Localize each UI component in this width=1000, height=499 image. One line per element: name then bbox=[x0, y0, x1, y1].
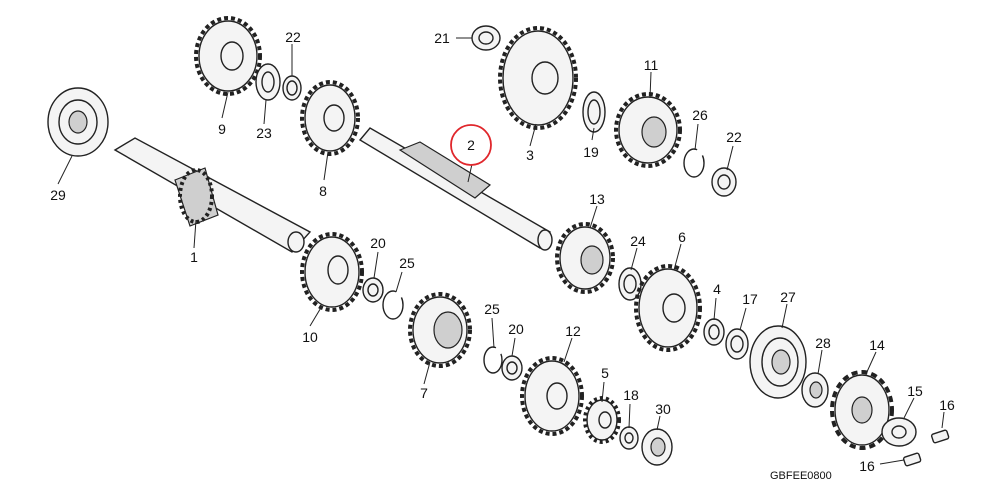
gear-7 bbox=[408, 292, 472, 368]
highlight-circle bbox=[450, 124, 492, 166]
callout-1: 1 bbox=[190, 249, 198, 265]
washer-21 bbox=[471, 25, 501, 51]
circlip-26 bbox=[683, 148, 705, 178]
callout-12: 12 bbox=[565, 323, 581, 339]
callout-28: 28 bbox=[815, 335, 831, 351]
callout-21: 21 bbox=[434, 30, 450, 46]
callout-17: 17 bbox=[742, 291, 758, 307]
callout-9: 9 bbox=[218, 121, 226, 137]
washer-20-lower bbox=[501, 355, 523, 381]
callout-labels: 1 2 3 4 5 6 7 8 9 10 11 12 13 14 15 16 1… bbox=[50, 29, 955, 474]
callout-4: 4 bbox=[713, 281, 721, 297]
callout-16a: 16 bbox=[939, 397, 955, 413]
bearing-28 bbox=[801, 372, 829, 408]
washer-22-left bbox=[282, 75, 302, 101]
washer-19 bbox=[582, 91, 606, 133]
callout-20b: 20 bbox=[508, 321, 524, 337]
bearing-27 bbox=[749, 325, 807, 399]
bolt-16-upper bbox=[930, 429, 950, 444]
gear-13 bbox=[555, 222, 615, 294]
callout-15: 15 bbox=[907, 383, 923, 399]
callout-29: 29 bbox=[50, 187, 66, 203]
circlip-25-upper bbox=[382, 290, 404, 320]
callout-2: 2 bbox=[467, 137, 475, 153]
gear-5 bbox=[583, 396, 621, 444]
gear-3 bbox=[498, 26, 578, 130]
washer-20-upper bbox=[362, 277, 384, 303]
sprocket-14 bbox=[830, 370, 894, 450]
callout-14: 14 bbox=[869, 337, 885, 353]
gear-8 bbox=[300, 80, 360, 156]
callout-26: 26 bbox=[692, 107, 708, 123]
callout-25a: 25 bbox=[399, 255, 415, 271]
callout-3: 3 bbox=[526, 147, 534, 163]
mainshaft-1 bbox=[113, 137, 312, 253]
callout-23: 23 bbox=[256, 125, 272, 141]
gear-9 bbox=[194, 16, 262, 96]
washer-17 bbox=[725, 328, 749, 360]
bearing-30 bbox=[641, 428, 673, 466]
gear-12 bbox=[520, 356, 584, 436]
diagram-code: GBFEE0800 bbox=[770, 470, 832, 482]
callout-8: 8 bbox=[319, 183, 327, 199]
gear-11 bbox=[614, 92, 682, 168]
callout-24: 24 bbox=[630, 233, 646, 249]
callout-7: 7 bbox=[420, 385, 428, 401]
leader-lines bbox=[57, 37, 945, 465]
gear-10 bbox=[300, 232, 364, 312]
washer-22-right bbox=[711, 167, 737, 197]
callout-22a: 22 bbox=[285, 29, 301, 45]
bushing-4 bbox=[703, 318, 725, 346]
countershaft-2 bbox=[358, 127, 553, 251]
fixing-plate-15 bbox=[881, 417, 917, 447]
callout-22b: 22 bbox=[726, 129, 742, 145]
callout-30: 30 bbox=[655, 401, 671, 417]
callout-11: 11 bbox=[644, 57, 659, 73]
callout-13: 13 bbox=[589, 191, 605, 207]
circlip-25-lower bbox=[483, 346, 503, 374]
callout-27: 27 bbox=[780, 289, 796, 305]
callout-5: 5 bbox=[601, 365, 609, 381]
callout-19: 19 bbox=[583, 144, 599, 160]
bolt-16-lower bbox=[902, 452, 922, 467]
callout-20a: 20 bbox=[370, 235, 386, 251]
callout-25b: 25 bbox=[484, 301, 500, 317]
callout-18: 18 bbox=[623, 387, 639, 403]
washer-18 bbox=[619, 426, 639, 450]
callout-6: 6 bbox=[678, 229, 686, 245]
bearing-29 bbox=[47, 87, 109, 157]
gear-6 bbox=[634, 264, 702, 352]
callout-10: 10 bbox=[302, 329, 318, 345]
callout-16b: 16 bbox=[859, 458, 875, 474]
bushing-23 bbox=[255, 63, 281, 101]
